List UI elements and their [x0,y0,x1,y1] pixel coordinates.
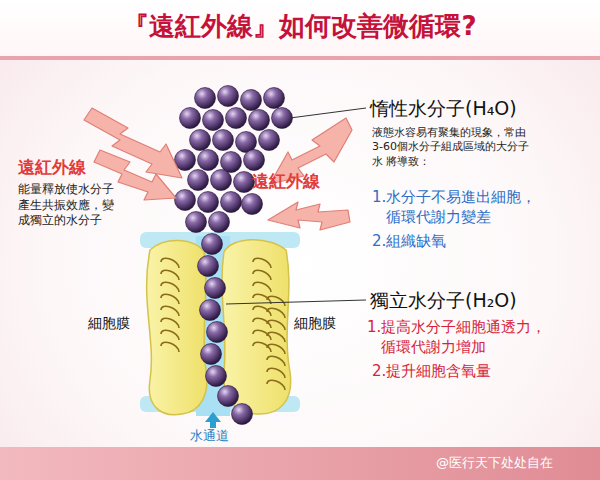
water-molecule [209,212,230,233]
helix-stroke [267,296,285,306]
list-item: 1.提高水分子細胞通透力， 循環代謝力增加 [367,318,596,357]
list-item: 2.組織缺氧 [372,232,446,252]
helix-stroke [253,342,271,352]
water-molecule [200,300,221,321]
water-molecule [198,192,219,213]
water-molecule [201,344,222,365]
helix-stroke [253,282,271,292]
water-molecule [226,108,247,129]
title: 『遠紅外線』如何改善微循環? [0,10,600,44]
water-molecule [218,386,239,407]
water-molecule [242,194,263,215]
water-molecule [234,172,255,193]
water-molecule [272,108,293,129]
watermark: @医行天下处处自在 [436,455,553,472]
water-molecule [211,170,232,191]
water-molecule [259,130,280,151]
leader-line [290,108,366,118]
part-name: 水通道 [190,428,229,445]
helix-stroke [253,318,271,328]
water-molecules [175,86,293,425]
heading: 惰性水分子(H₄O) [370,96,517,121]
channel-arrow [205,412,221,428]
leader-line [226,300,366,304]
water-molecule [221,152,242,173]
helix-stroke [267,308,285,318]
water-molecule [213,130,234,151]
helix-stroke [267,332,285,342]
description: 能量釋放使水分子 產生共振效應，變 成獨立的水分子 [18,182,130,229]
water-molecule [221,192,242,213]
water-molecule [175,190,196,211]
water-molecule [241,90,262,111]
water-molecule [202,234,223,255]
protein-helices [161,258,285,390]
water-molecule [206,366,227,387]
part-name: 細胞膜 [294,314,336,332]
water-molecule [190,130,211,151]
helix-stroke [267,344,285,354]
infrared-label: 遠紅外線 [18,156,86,178]
water-molecule [195,88,216,109]
water-molecule [198,150,219,171]
helix-stroke [161,282,179,292]
heading: 獨立水分子(H₂O) [370,288,517,313]
water-molecule [198,256,219,277]
helix-stroke [267,356,285,366]
water-molecule [207,322,228,343]
helix-stroke [161,258,179,268]
helix-stroke [253,330,271,340]
water-molecule [188,170,209,191]
water-molecule [218,86,239,107]
helix-stroke [253,306,271,316]
helix-stroke [161,270,179,280]
part-name: 細胞膜 [88,314,130,332]
list-item: 1.水分子不易進出細胞， 循環代謝力變差 [372,188,596,227]
helix-stroke [161,294,179,304]
helix-stroke [253,258,271,268]
water-molecule [244,150,265,171]
helix-stroke [161,330,179,340]
helix-stroke [267,368,285,378]
water-molecule [205,278,226,299]
helix-stroke [161,318,179,328]
helix-stroke [267,380,285,390]
water-molecule [203,110,224,131]
water-molecule [264,88,285,109]
infrared-label: 遠紅外線 [252,170,320,192]
helix-stroke [267,320,285,330]
description: 液態水容易有聚集的現象，常由 3-60個水分子組成區域的大分子水 將導致： [372,126,534,169]
water-molecule [186,212,207,233]
helix-stroke [161,342,179,352]
water-molecule [232,404,253,425]
water-molecule [180,108,201,129]
helix-stroke [161,306,179,316]
helix-stroke [253,270,271,280]
list-item: 2.提升細胞含氧量 [372,362,491,382]
water-molecule [249,110,270,131]
